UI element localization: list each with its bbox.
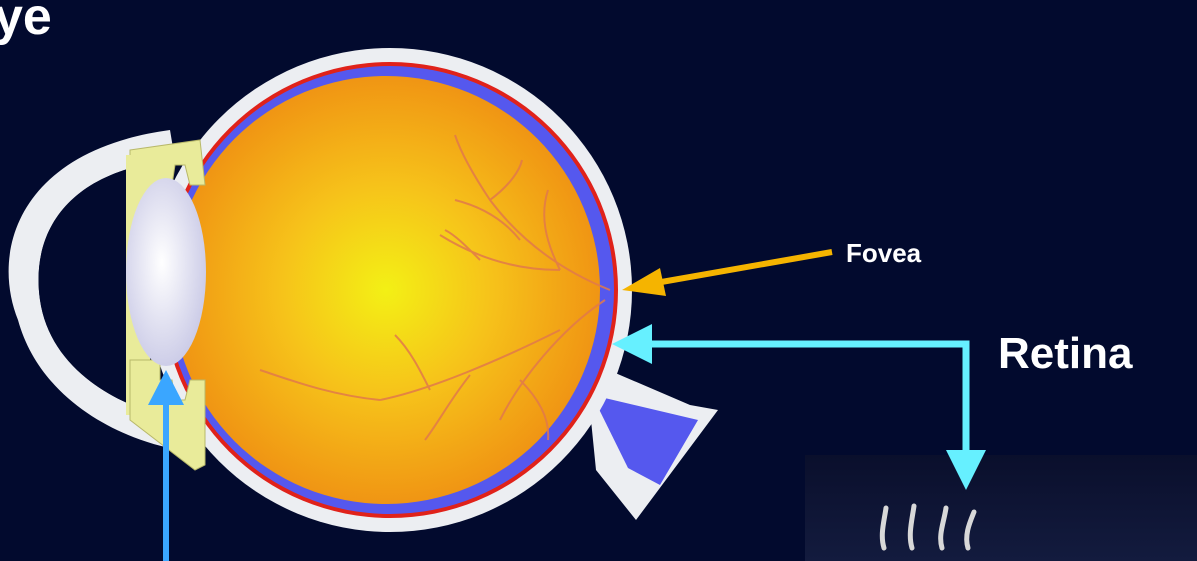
retina-label: Retina [998,329,1133,378]
lens-pointer [148,370,184,561]
title-fragment: ye [0,0,52,46]
eye-cross-section-icon [9,48,718,532]
fovea-pointer [622,252,832,296]
photoreceptor-panel [805,455,1197,561]
fovea-label: Fovea [846,238,922,268]
